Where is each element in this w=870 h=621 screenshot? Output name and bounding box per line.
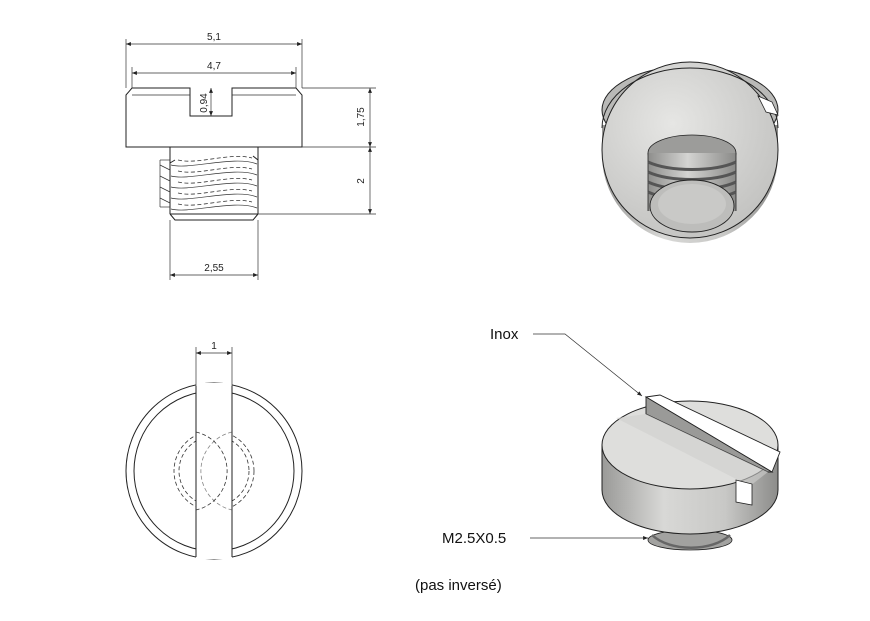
dim-label: 0,94 bbox=[199, 93, 210, 113]
dim-label: 4,7 bbox=[207, 61, 221, 72]
thread-note: (pas inversé) bbox=[415, 577, 502, 594]
head-outline bbox=[125, 87, 303, 148]
dim-slot-depth: 0,94 bbox=[199, 88, 213, 116]
thread-shank bbox=[647, 134, 737, 233]
dim-label: 5,1 bbox=[207, 32, 221, 43]
thread-body bbox=[159, 147, 259, 221]
slot-notch bbox=[757, 95, 779, 116]
dim-head-height: 1,75 bbox=[302, 87, 376, 148]
dim-label: 1,75 bbox=[356, 107, 367, 127]
label-thread: M2.5X0.5 bbox=[442, 530, 648, 547]
side-view: 5,1 4,7 0,94 1,75 2 bbox=[125, 32, 376, 280]
dim-label: 1 bbox=[211, 341, 217, 352]
dim-slot-span: 4,7 bbox=[131, 61, 297, 88]
dim-label: 2 bbox=[356, 178, 367, 184]
dim-thread-diameter: 2,55 bbox=[169, 220, 259, 280]
thread-stub bbox=[647, 529, 733, 551]
label-material: Inox bbox=[490, 326, 643, 397]
iso-view-bottom bbox=[601, 61, 779, 243]
material-label: Inox bbox=[490, 326, 519, 343]
dim-head-diameter: 5,1 bbox=[125, 32, 303, 88]
iso-view-top bbox=[601, 394, 781, 551]
thread-hidden-circle bbox=[173, 430, 255, 512]
thread-label: M2.5X0.5 bbox=[442, 530, 506, 547]
dim-slot-width: 1 bbox=[195, 341, 233, 386]
dim-label: 2,55 bbox=[204, 263, 224, 274]
top-view: 1 bbox=[125, 341, 303, 560]
dim-thread-length: 2 bbox=[258, 147, 376, 215]
